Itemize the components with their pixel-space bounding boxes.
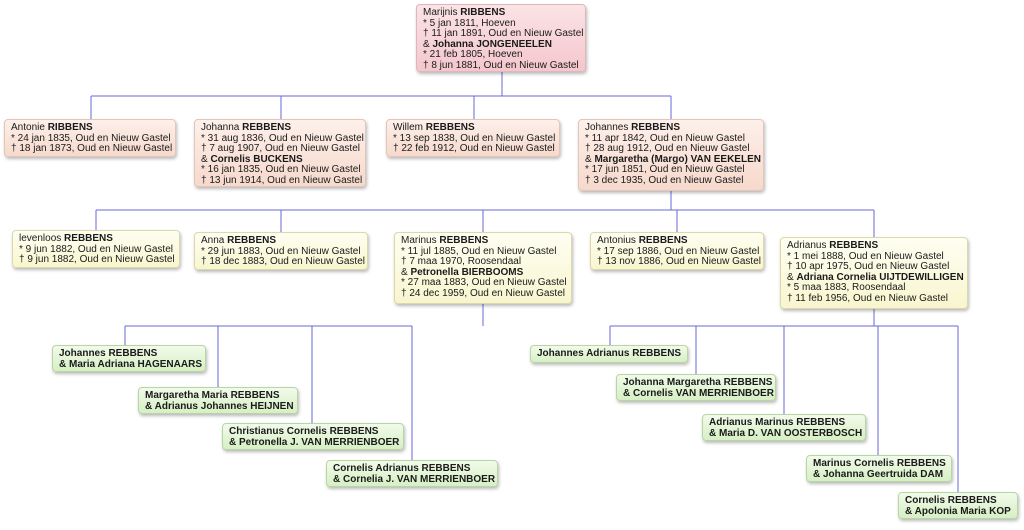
- spouse-birth-date: * 5 maa 1883, Roosendaal: [787, 282, 906, 293]
- death-date: † 9 jun 1882, Oud en Nieuw Gastel: [19, 254, 175, 265]
- death-date: † 13 nov 1886, Oud en Nieuw Gastel: [597, 256, 761, 267]
- person-card-levenloos-rebbens[interactable]: levenloos REBBENS * 9 jun 1882, Oud en N…: [12, 230, 180, 268]
- death-date: † 18 jan 1873, Oud en Nieuw Gastel: [11, 143, 173, 154]
- person-card-marinus-rebbens[interactable]: Marinus REBBENS * 11 jul 1885, Oud en Ni…: [394, 232, 572, 304]
- person-card-marinus-cornelis-rebbens[interactable]: Marinus Cornelis REBBENS & Johanna Geert…: [806, 455, 952, 482]
- spouse-name: & Maria D. VAN OOSTERBOSCH: [709, 427, 863, 439]
- death-date: † 7 aug 1907, Oud en Nieuw Gastel: [201, 143, 360, 154]
- birth-date: * 13 sep 1838, Oud en Nieuw Gastel: [393, 132, 556, 144]
- spouse-name: & Petronella J. VAN MERRIENBOER: [229, 436, 400, 448]
- birth-date: * 11 apr 1842, Oud en Nieuw Gastel: [585, 132, 745, 144]
- person-card-johanna-rebbens[interactable]: Johanna REBBENS * 31 aug 1836, Oud en Ni…: [194, 119, 366, 187]
- person-name: Cornelis REBBENS: [905, 495, 997, 506]
- person-card-margaretha-maria-rebbens[interactable]: Margaretha Maria REBBENS & Adrianus Joha…: [138, 387, 298, 414]
- spouse-name: & Apolonia Maria KOP: [905, 505, 1011, 517]
- person-card-cornelis-adrianus-rebbens[interactable]: Cornelis Adrianus REBBENS & Cornelia J. …: [326, 460, 498, 487]
- spouse-name: & Maria Adriana HAGENAARS: [59, 358, 202, 370]
- death-date: † 7 maa 1970, Roosendaal: [401, 256, 522, 267]
- birth-date: * 5 jan 1811, Hoeven: [423, 17, 516, 29]
- person-name: Marinus REBBENS: [401, 235, 489, 246]
- spouse-death-date: † 13 jun 1914, Oud en Nieuw Gastel: [201, 174, 363, 186]
- death-date: † 28 aug 1912, Oud en Nieuw Gastel: [585, 143, 750, 154]
- spouse-birth-date: * 16 jan 1835, Oud en Nieuw Gastel: [201, 164, 361, 175]
- person-card-marijnis-ribbens[interactable]: Marijnis RIBBENS * 5 jan 1811, Hoeven † …: [416, 4, 586, 72]
- birth-date: * 17 sep 1886, Oud en Nieuw Gastel: [597, 245, 760, 257]
- person-card-antonius-rebbens[interactable]: Antonius REBBENS * 17 sep 1886, Oud en N…: [590, 232, 764, 270]
- person-name: Christianus Cornelis REBBENS: [229, 426, 379, 437]
- person-name: Johannes REBBENS: [59, 348, 158, 359]
- spouse-death-date: † 8 jun 1881, Oud en Nieuw Gastel: [423, 59, 579, 71]
- person-card-johannes-adrianus-rebbens[interactable]: Johannes Adrianus REBBENS: [530, 345, 688, 363]
- person-name: Johannes REBBENS: [585, 122, 681, 133]
- person-name: Margaretha Maria REBBENS: [145, 390, 280, 401]
- birth-date: * 31 aug 1836, Oud en Nieuw Gastel: [201, 132, 364, 144]
- person-card-christianus-cornelis-rebbens[interactable]: Christianus Cornelis REBBENS & Petronell…: [222, 423, 404, 450]
- person-name: Antonie RIBBENS: [11, 122, 93, 133]
- person-name: Willem REBBENS: [393, 122, 475, 133]
- person-card-antonie-ribbens[interactable]: Antonie RIBBENS * 24 jan 1835, Oud en Ni…: [4, 119, 176, 157]
- person-card-johanna-margaretha-rebbens[interactable]: Johanna Margaretha REBBENS & Cornelis VA…: [616, 374, 776, 401]
- spouse-name: & Johanna Geertruida DAM: [813, 468, 944, 480]
- death-date: † 10 apr 1975, Oud en Nieuw Gastel: [787, 261, 950, 272]
- person-card-johannes-rebbens[interactable]: Johannes REBBENS * 11 apr 1842, Oud en N…: [578, 119, 764, 191]
- person-card-willem-rebbens[interactable]: Willem REBBENS * 13 sep 1838, Oud en Nie…: [386, 119, 560, 157]
- spouse-death-date: † 3 dec 1935, Oud en Nieuw Gastel: [585, 174, 744, 186]
- person-card-adrianus-rebbens[interactable]: Adrianus REBBENS * 1 mei 1888, Oud en Ni…: [780, 237, 968, 309]
- birth-date: * 24 jan 1835, Oud en Nieuw Gastel: [11, 132, 171, 144]
- spouse-death-date: † 11 feb 1956, Oud en Nieuw Gastel: [787, 292, 949, 304]
- birth-date: * 1 mei 1888, Oud en Nieuw Gastel: [787, 250, 944, 262]
- birth-date: * 9 jun 1882, Oud en Nieuw Gastel: [19, 243, 173, 255]
- person-card-anna-rebbens[interactable]: Anna REBBENS * 29 jun 1883, Oud en Nieuw…: [194, 232, 368, 270]
- person-name: levenloos REBBENS: [19, 233, 113, 244]
- spouse-name: & Cornelia J. VAN MERRIENBOER: [333, 473, 496, 485]
- person-card-adrianus-marinus-rebbens[interactable]: Adrianus Marinus REBBENS & Maria D. VAN …: [702, 414, 866, 441]
- person-card-johannes-rebbens-hagenaars[interactable]: Johannes REBBENS & Maria Adriana HAGENAA…: [52, 345, 206, 372]
- person-name: Johannes Adrianus REBBENS: [537, 348, 682, 359]
- spouse-name: & Adrianus Johannes HEIJNEN: [145, 400, 294, 412]
- birth-date: * 11 jul 1885, Oud en Nieuw Gastel: [401, 245, 557, 257]
- person-name: Johanna REBBENS: [201, 122, 292, 133]
- spouse-birth-date: * 27 maa 1883, Oud en Nieuw Gastel: [401, 277, 567, 288]
- person-name: Anna REBBENS: [201, 235, 277, 246]
- person-name: Adrianus REBBENS: [787, 240, 879, 251]
- person-name: Adrianus Marinus REBBENS: [709, 417, 846, 428]
- person-name: Marijnis RIBBENS: [423, 7, 506, 18]
- spouse-birth-date: * 21 feb 1805, Hoeven: [423, 49, 523, 60]
- death-date: † 11 jan 1891, Oud en Nieuw Gastel: [423, 28, 584, 39]
- death-date: † 18 dec 1883, Oud en Nieuw Gastel: [201, 256, 365, 267]
- birth-date: * 29 jun 1883, Oud en Nieuw Gastel: [201, 245, 361, 257]
- spouse-name: & Margaretha (Margo) VAN EEKELEN: [585, 153, 761, 165]
- person-card-cornelis-rebbens[interactable]: Cornelis REBBENS & Apolonia Maria KOP: [898, 492, 1018, 519]
- spouse-name: & Johanna JONGENEELEN: [423, 38, 552, 50]
- person-name: Johanna Margaretha REBBENS: [623, 377, 773, 388]
- spouse-name: & Cornelis BUCKENS: [201, 153, 303, 165]
- death-date: † 22 feb 1912, Oud en Nieuw Gastel: [393, 143, 555, 154]
- spouse-name: & Adriana Cornelia UIJTDEWILLIGEN: [787, 271, 964, 283]
- spouse-death-date: † 24 dec 1959, Oud en Nieuw Gastel: [401, 287, 565, 299]
- person-name: Cornelis Adrianus REBBENS: [333, 463, 471, 474]
- person-name: Marinus Cornelis REBBENS: [813, 458, 946, 469]
- person-name: Antonius REBBENS: [597, 235, 688, 246]
- spouse-name: & Cornelis VAN MERRIENBOER: [623, 387, 774, 399]
- spouse-name: & Petronella BIERBOOMS: [401, 266, 524, 278]
- spouse-birth-date: * 17 jun 1851, Oud en Nieuw Gastel: [585, 164, 745, 175]
